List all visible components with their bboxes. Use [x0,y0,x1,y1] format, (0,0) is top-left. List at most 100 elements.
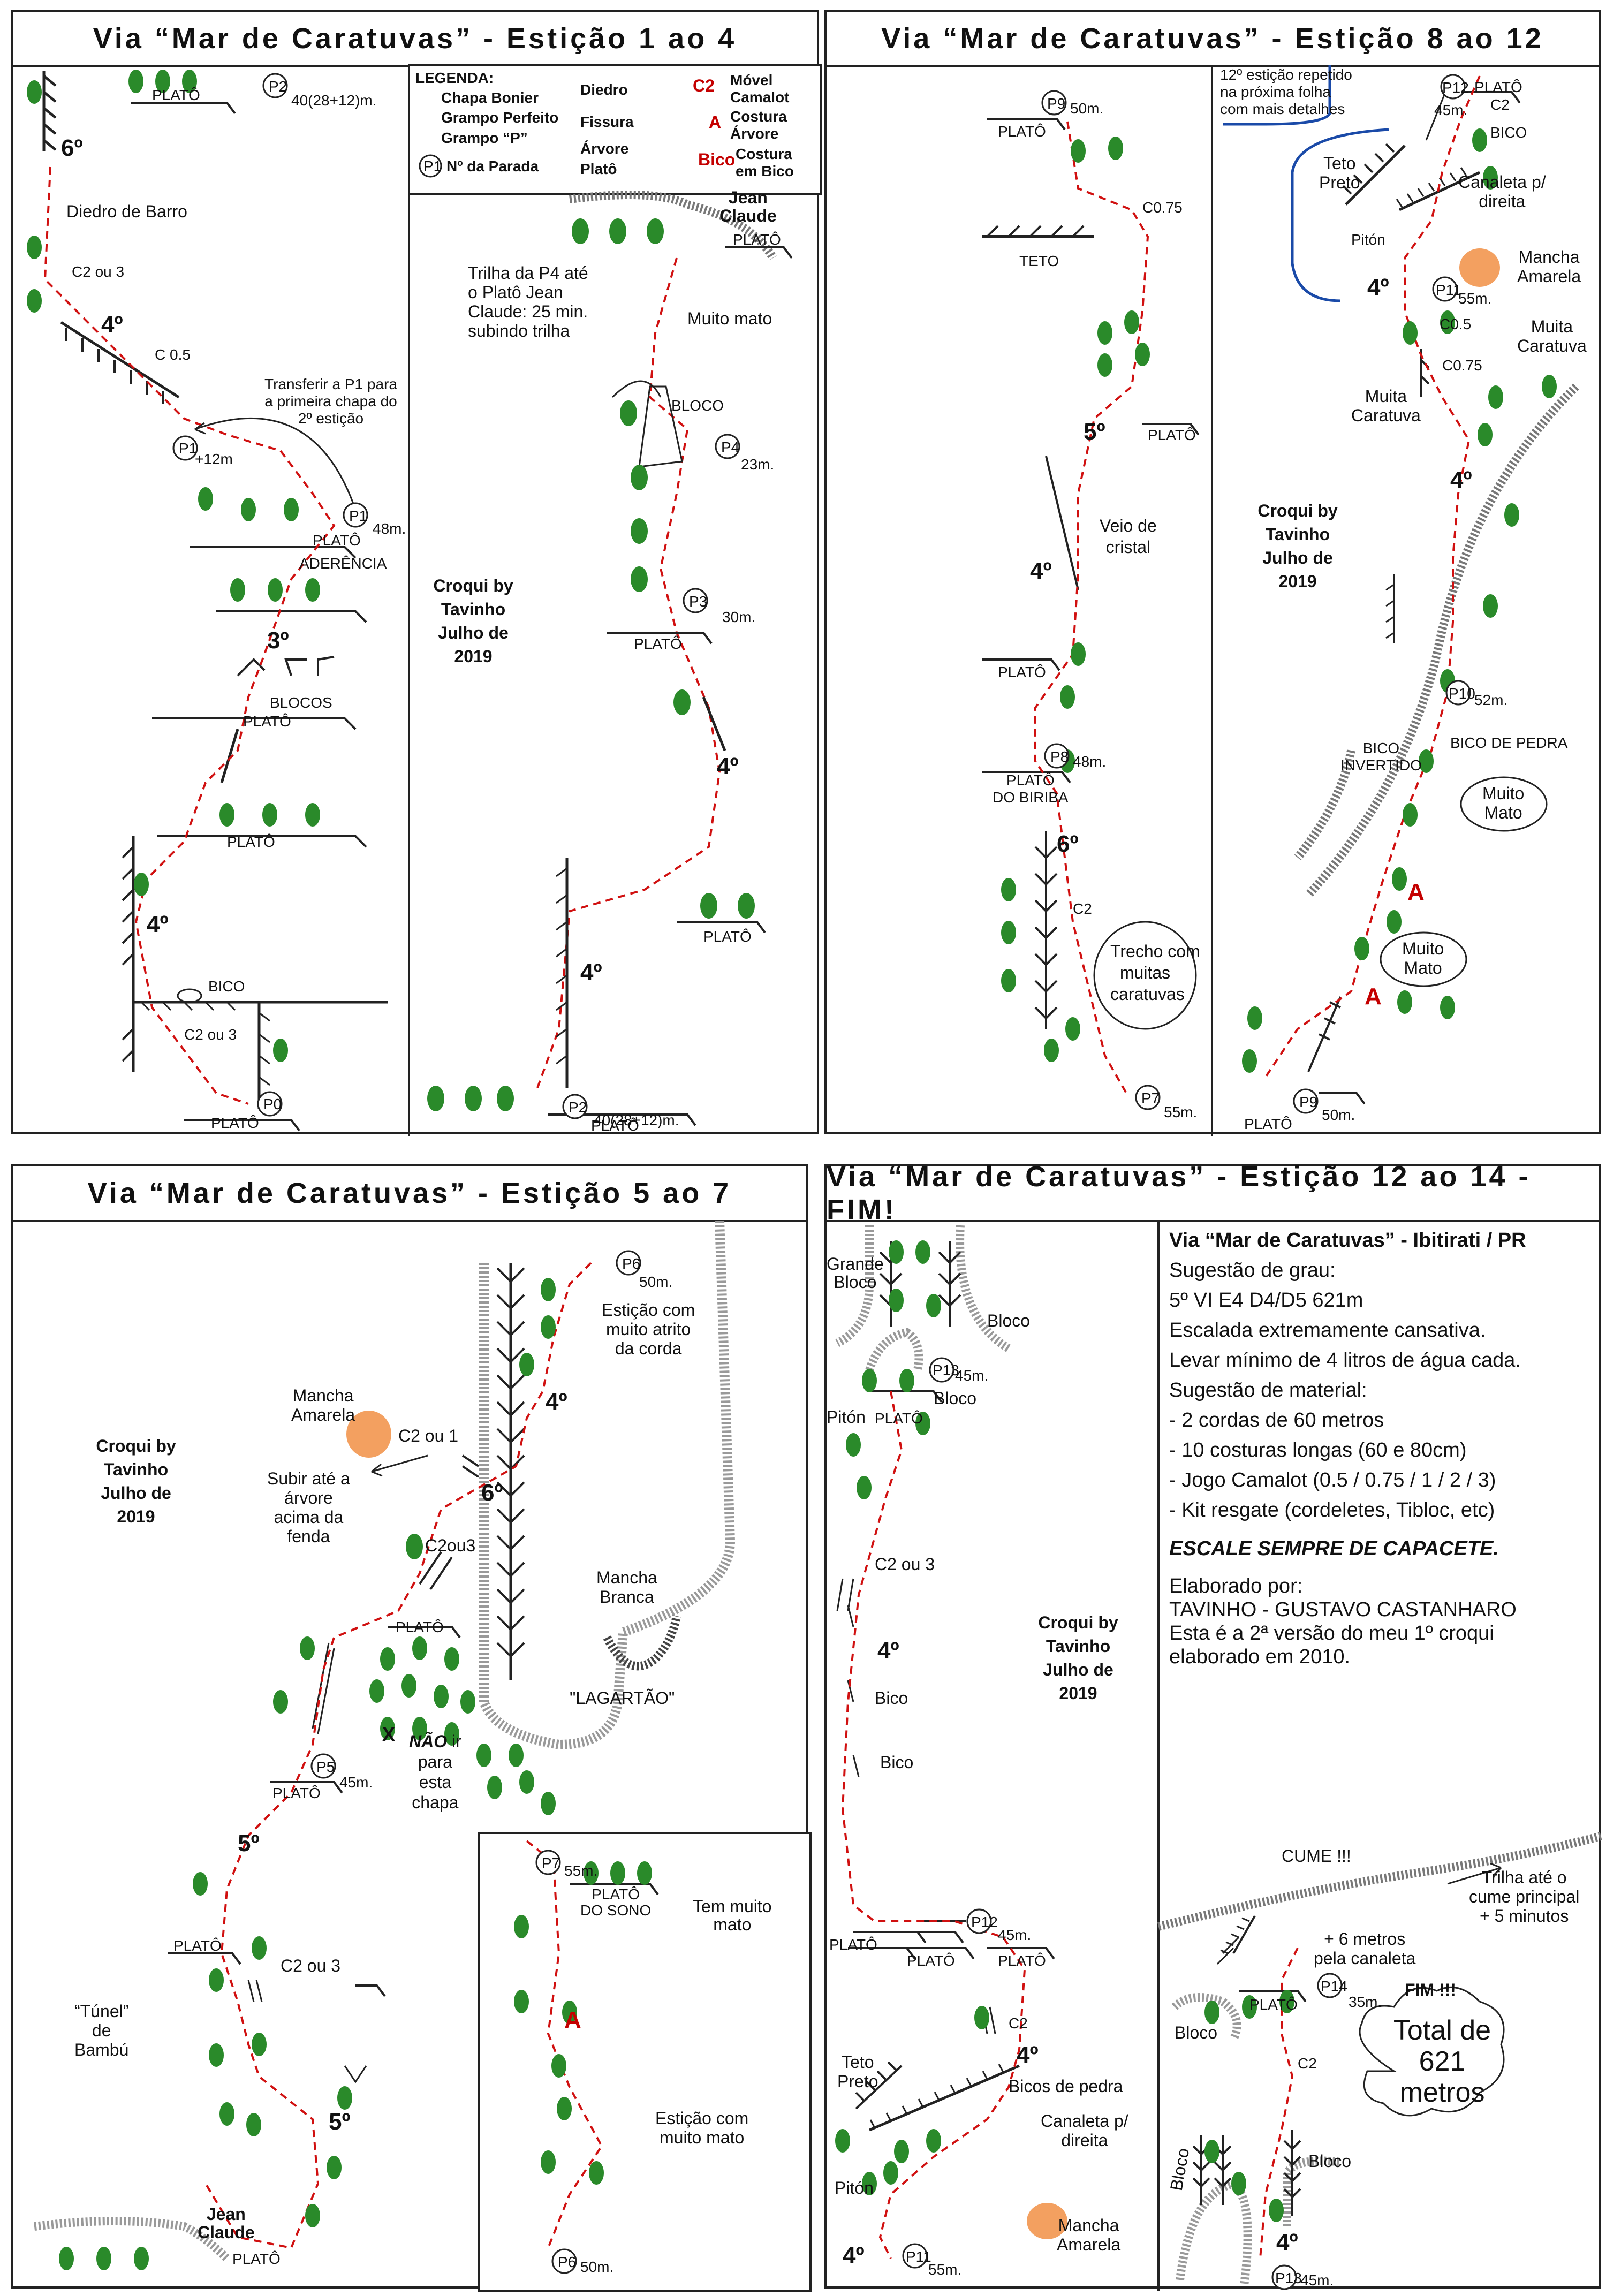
camalot-label: C2 [1073,900,1092,917]
info-line: elaborado em 2010. [1169,1646,1351,1668]
bloco-label: Bloco [987,1311,1031,1330]
plato-label: PLATÔ [396,1619,444,1635]
muito-mato-label: Muito mato [687,309,772,328]
route-info: Via “Mar de Caratuvas” - Ibitirati / PR … [1169,1225,1526,1669]
parada-p5: P5 [316,1759,335,1775]
p1-distance: +12m [195,451,233,467]
route-line [204,1262,592,2249]
costura-arvore-a: A [1365,983,1382,1010]
grade-label: 4º [1450,467,1472,493]
costura-arvore-a: A [1407,879,1425,905]
aderencia-label: ADERÊNCIA [299,555,387,572]
p7-distance: 55m. [1164,1104,1198,1120]
panel-estição-12-14: Via “Mar de Caratuvas” - Estição 12 ao 1… [824,1161,1604,2291]
legend-diedro: Diedro [580,81,628,98]
camalot-label: C2 ou 3 [875,1555,935,1574]
mancha-amarela [1027,2203,1067,2239]
camalot-label: C2 [1298,2055,1317,2072]
parada-p7: P7 [1141,1090,1160,1107]
plato-label: PLATÔ [634,635,682,652]
plato-label: PLATÔ [907,1952,955,1969]
plato-label: PLATÔ [998,123,1046,140]
info-line: - Jogo Camalot (0.5 / 0.75 / 1 / 2 / 3) [1169,1469,1496,1491]
canaleta-label: Canaleta p/direita [1041,2111,1128,2150]
mancha-amarela [1459,248,1500,287]
p2-distance: 40(28+12)m. [594,1112,679,1128]
plato-label: PLATÔ [829,1936,877,1953]
parada-p0: P0 [263,1096,282,1112]
legend-plato: Platô [580,161,617,177]
p6-distance: 50m. [639,1274,673,1290]
p14-distance: 35m. [1349,1994,1382,2010]
diedro-symbol [42,71,57,151]
camalot-label: C2 ou 3 [184,1026,237,1043]
grade-label: 4º [843,2242,865,2269]
legend-grampo-perfeito: Grampo Perfeito [441,109,559,126]
route-map [34,1219,812,2292]
parada-p3: P3 [689,593,708,610]
mancha-amarela [346,1411,391,1458]
info-line: - Kit resgate (cordeletes, Tibloc, etc) [1169,1499,1495,1521]
bloco-label: Bloco [1175,2023,1218,2042]
route-map [835,1220,1604,2291]
route-line [1034,121,1149,1094]
grade-label: 5º [329,2109,351,2135]
legend-c2-tag: C2 [693,76,715,95]
bico-label: Bico [880,1753,914,1772]
plato-label: PLATÔ [703,928,752,945]
plato-label: PLATÔ [173,1937,222,1954]
legend-costura-bico: Costura em Bico [736,146,794,179]
bloco-label: Bloco [1308,2151,1352,2171]
panel-title: Via “Mar de Caratuvas” - Estição 5 ao 7 [13,1166,806,1222]
bloco-label: BLOCO [671,397,724,414]
info-line: Sugestão de material: [1169,1379,1367,1401]
lagartao-label: "LAGARTÃO" [570,1688,675,1708]
camalot-label: C2 ou 1 [398,1426,459,1445]
route-line-2 [536,257,721,1088]
camalot-label: C0.75 [1442,357,1482,374]
cume-label: CUME !!! [1282,1846,1351,1866]
parada-p2: P2 [569,1099,587,1116]
parada-p8: P8 [1050,748,1069,765]
grade-label: 4º [147,911,169,937]
p9-distance: 50m. [1070,100,1104,117]
grade-label: 4º [546,1389,567,1415]
info-title: Via “Mar de Caratuvas” - Ibitirati / PR [1169,1229,1526,1252]
p10-distance: 52m. [1474,692,1508,708]
camalot-label: C2 [1009,2015,1028,2032]
legend-bico-tag: Bico [698,150,736,169]
grade-label: 3º [267,627,289,654]
bicos-pedra-label: Bicos de pedra [1009,2077,1123,2096]
info-warning: ESCALE SEMPRE DE CAPACETE. [1169,1537,1499,1560]
blocos-label: BLOCOS [270,694,332,711]
diedro-barro-label: Diedro de Barro [66,202,187,221]
grade-label: 4º [717,753,739,779]
parada-p9: P9 [1047,95,1066,112]
fim-label: FIM !!! [1405,1980,1456,1999]
route-line [43,166,336,1105]
plato-label: PLATÔ [1249,1996,1298,2013]
info-line: TAVINHO - GUSTAVO CASTANHARO [1169,1598,1517,1621]
camalot-label: C2 [1490,96,1510,113]
grade-label: 4º [1276,2229,1298,2255]
legend-a-tag: A [709,112,722,132]
parada-p6: P6 [622,1255,641,1272]
parada-p13: P13 [1275,2270,1302,2286]
